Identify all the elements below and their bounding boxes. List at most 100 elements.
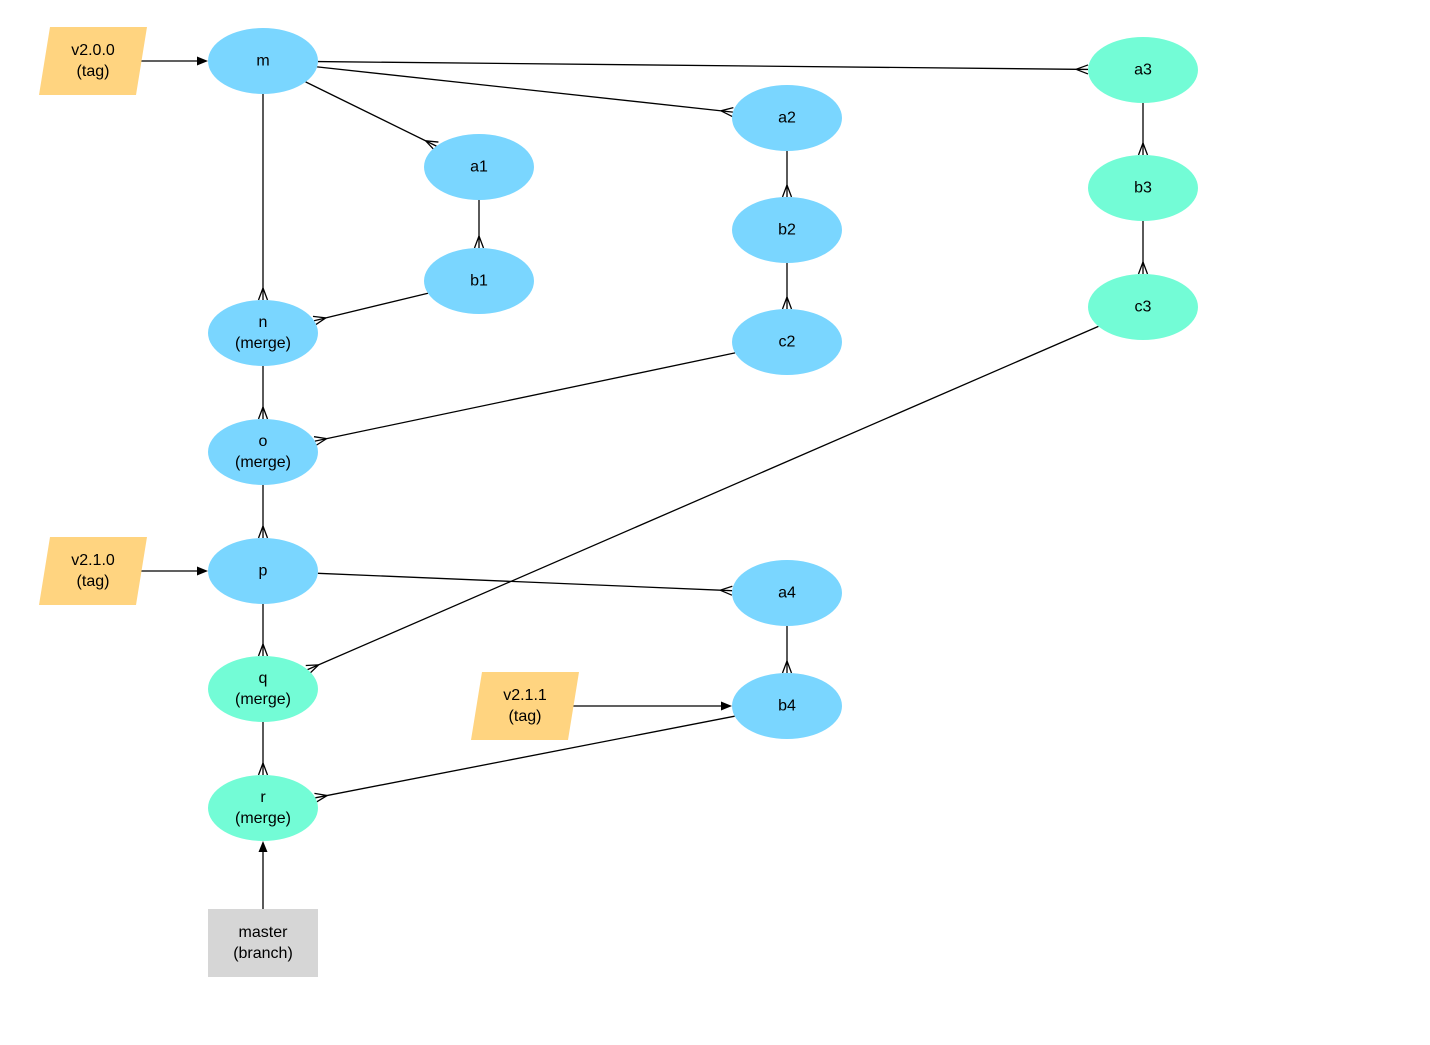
- commit-ellipse: [208, 28, 318, 94]
- commit-node-p[interactable]: p: [208, 538, 318, 604]
- edge-line: [317, 66, 733, 113]
- arrowhead: [721, 701, 732, 711]
- crows-foot-head: [720, 107, 734, 118]
- crows-foot-head: [257, 287, 269, 301]
- commit-node-b4[interactable]: b4: [732, 673, 842, 739]
- commit-ellipse: [424, 134, 534, 200]
- node-label: (merge): [235, 810, 291, 827]
- commit-ellipse: [732, 85, 842, 151]
- node-label: (tag): [77, 63, 110, 80]
- commit-node-o[interactable]: o(merge): [208, 419, 318, 485]
- edge-p-q: [257, 604, 269, 657]
- edge-v211-b4: [573, 701, 732, 711]
- edge-b3-c3: [1137, 221, 1149, 275]
- node-label: b2: [778, 222, 796, 239]
- arrowhead: [197, 56, 208, 66]
- tag-node-v200[interactable]: v2.0.0(tag): [39, 27, 147, 95]
- commit-ellipse: [1088, 274, 1198, 340]
- commit-ellipse: [732, 673, 842, 739]
- commit-ellipse: [732, 197, 842, 263]
- crows-foot-head: [257, 406, 269, 420]
- tag-node-v211[interactable]: v2.1.1(tag): [471, 672, 579, 740]
- commit-node-r[interactable]: r(merge): [208, 775, 318, 841]
- commit-node-a4[interactable]: a4: [732, 560, 842, 626]
- node-label: c3: [1135, 299, 1152, 316]
- crows-foot-head: [314, 792, 328, 803]
- node-label: v2.1.0: [71, 552, 115, 569]
- node-label: p: [259, 563, 268, 580]
- edge-a2-b2: [781, 151, 793, 198]
- node-label: b4: [778, 698, 796, 715]
- commit-ellipse: [208, 775, 318, 841]
- edge-p-a4: [317, 572, 733, 596]
- edge-a1-b1: [473, 200, 485, 249]
- node-label: c2: [779, 334, 796, 351]
- crows-foot-head: [257, 525, 269, 539]
- edge-line: [313, 292, 429, 322]
- edge-n-o: [257, 366, 269, 420]
- node-label: a2: [778, 110, 796, 127]
- node-label: n: [259, 314, 268, 331]
- node-label: (branch): [233, 945, 293, 962]
- edge-line: [314, 352, 736, 442]
- commit-node-b1[interactable]: b1: [424, 248, 534, 314]
- crows-foot-head: [1137, 261, 1149, 275]
- crows-foot-head: [781, 660, 793, 674]
- edge-v200-m: [141, 56, 208, 66]
- tag-parallelogram: [39, 27, 147, 95]
- commit-node-q[interactable]: q (merge): [208, 656, 318, 722]
- edge-line: [305, 81, 437, 147]
- commit-node-a1[interactable]: a1: [424, 134, 534, 200]
- commit-node-a3[interactable]: a3: [1088, 37, 1198, 103]
- edge-b4-r: [314, 715, 735, 803]
- crows-foot-head: [781, 184, 793, 198]
- edge-m-a1: [305, 81, 439, 151]
- edge-b1-n: [312, 292, 429, 326]
- crows-foot-head: [305, 664, 320, 675]
- crows-foot-head: [257, 643, 269, 657]
- commit-node-b3[interactable]: b3: [1088, 155, 1198, 221]
- edge-line: [307, 325, 1099, 671]
- node-label: b3: [1134, 180, 1152, 197]
- branch-node-master[interactable]: master (branch): [208, 909, 318, 977]
- commit-ellipse: [208, 656, 318, 722]
- crows-foot-head: [781, 296, 793, 310]
- tag-node-v210[interactable]: v2.1.0 (tag): [39, 537, 147, 605]
- edge-master-r: [258, 841, 268, 909]
- tag-parallelogram: [39, 537, 147, 605]
- edge-q-r: [257, 722, 269, 776]
- commit-node-a2[interactable]: a2: [732, 85, 842, 151]
- commit-ellipse: [1088, 37, 1198, 103]
- edge-a3-b3: [1137, 103, 1149, 156]
- commit-ellipse: [424, 248, 534, 314]
- branch-rect: [208, 909, 318, 977]
- edge-o-p: [257, 485, 269, 539]
- edge-b2-c2: [781, 263, 793, 310]
- node-label: (merge): [235, 335, 291, 352]
- commit-node-c3[interactable]: c3: [1088, 274, 1198, 340]
- commit-node-b2[interactable]: b2: [732, 197, 842, 263]
- edge-a4-b4: [781, 626, 793, 674]
- commit-ellipse: [732, 560, 842, 626]
- commit-ellipse: [208, 538, 318, 604]
- crows-foot-head: [313, 436, 328, 447]
- crows-foot-head: [1137, 142, 1149, 156]
- arrowhead: [258, 841, 268, 852]
- edge-m-a2: [317, 66, 734, 118]
- tag-parallelogram: [471, 672, 579, 740]
- commit-node-n[interactable]: n (merge): [208, 300, 318, 366]
- graph-nodes: m a1 b1 a2 b2 c2 a3 b3 c3 n (merge) o(merge) p a4 b4 q (…: [39, 27, 1198, 977]
- node-label: v2.1.1: [503, 687, 547, 704]
- node-label: (merge): [235, 691, 291, 708]
- node-label: master: [239, 924, 289, 941]
- commit-ellipse: [732, 309, 842, 375]
- crows-foot-head: [312, 315, 327, 326]
- commit-ellipse: [208, 419, 318, 485]
- node-label: q: [259, 670, 268, 687]
- node-label: a3: [1134, 62, 1152, 79]
- commit-node-c2[interactable]: c2: [732, 309, 842, 375]
- node-label: (tag): [77, 573, 110, 590]
- commit-node-m[interactable]: m: [208, 28, 318, 94]
- edge-line: [317, 572, 733, 592]
